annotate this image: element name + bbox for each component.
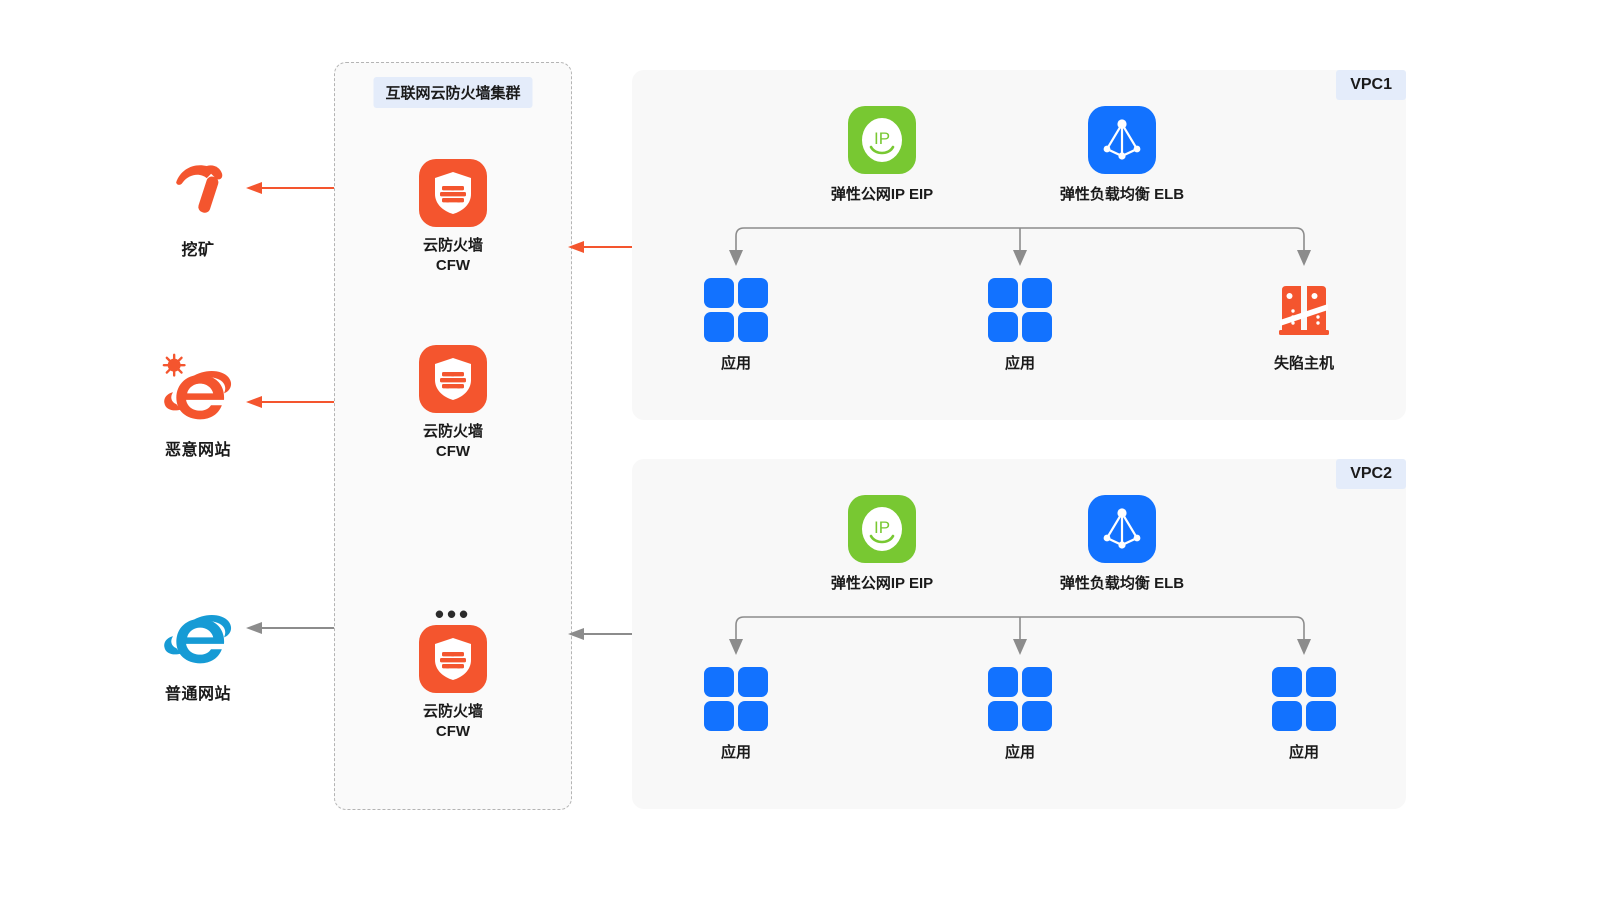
cfw-node-label-line2: CFW xyxy=(435,443,471,461)
pickaxe-icon xyxy=(118,152,278,226)
application-icon xyxy=(704,278,768,342)
service-label: 弹性负载均衡 ELB xyxy=(1059,186,1185,203)
app-node[interactable]: 应用 xyxy=(661,278,811,373)
cfw-node-label: 云防火墙 CFW xyxy=(378,422,528,463)
app-node[interactable]: 应用 xyxy=(1229,667,1379,762)
service-eip[interactable]: IP 弹性公网IP EIP xyxy=(787,106,977,204)
service-eip[interactable]: IP 弹性公网IP EIP xyxy=(787,495,977,593)
cfw-node[interactable]: 云防火墙 CFW xyxy=(378,345,528,463)
service-elb[interactable]: 弹性负载均衡 ELB xyxy=(1027,106,1217,204)
svg-text:IP: IP xyxy=(874,129,890,148)
threat-malicious-site: 恶意网站 xyxy=(118,352,278,460)
vpc-badge: VPC2 xyxy=(1336,459,1406,489)
svg-text:IP: IP xyxy=(874,518,890,537)
node-label: 失陷主机 xyxy=(1273,355,1334,372)
application-icon xyxy=(988,667,1052,731)
cfw-node-label: 云防火墙 CFW xyxy=(378,236,528,277)
cfw-node-label-line2: CFW xyxy=(435,257,471,275)
compromised-host-icon xyxy=(1272,278,1336,342)
cfw-cluster-panel: 互联网云防火墙集群 云防火墙 CFW xyxy=(334,62,572,810)
firewall-shield-icon xyxy=(419,159,487,227)
threat-label: 恶意网站 xyxy=(164,442,231,459)
threat-normal-site: 普通网站 xyxy=(118,596,278,704)
compromised-host-node[interactable]: 失陷主机 xyxy=(1229,278,1379,373)
node-label: 应用 xyxy=(1004,355,1035,372)
vpc-badge: VPC1 xyxy=(1336,70,1406,100)
eip-icon: IP xyxy=(848,495,916,563)
threat-label: 普通网站 xyxy=(164,686,231,703)
vpc-panel-1: VPC1 IP 弹性公网IP EIP xyxy=(632,70,1406,420)
service-label: 弹性公网IP EIP xyxy=(830,575,934,592)
arrow-cfw-to-normal-site xyxy=(246,622,336,634)
app-node[interactable]: 应用 xyxy=(661,667,811,762)
application-icon xyxy=(704,667,768,731)
browser-icon xyxy=(118,596,278,670)
vpc-panel-2: VPC2 IP 弹性公网IP EIP xyxy=(632,459,1406,809)
application-icon xyxy=(1272,667,1336,731)
node-label: 应用 xyxy=(1004,744,1035,761)
elb-icon xyxy=(1088,106,1156,174)
app-node[interactable]: 应用 xyxy=(945,667,1095,762)
cfw-node-label: 云防火墙 CFW xyxy=(378,702,528,743)
threat-label: 挖矿 xyxy=(181,242,215,259)
cfw-node[interactable]: 云防火墙 CFW xyxy=(378,159,528,277)
app-node[interactable]: 应用 xyxy=(945,278,1095,373)
service-label: 弹性公网IP EIP xyxy=(830,186,934,203)
threat-mining: 挖矿 xyxy=(118,152,278,260)
elb-icon xyxy=(1088,495,1156,563)
arrow-cfw-to-malicious-site xyxy=(246,396,336,408)
cfw-cluster-ellipsis: ••• xyxy=(434,599,472,629)
eip-icon: IP xyxy=(848,106,916,174)
node-label: 应用 xyxy=(720,355,751,372)
malicious-browser-icon xyxy=(118,352,278,426)
cfw-node-label-line1: 云防火墙 xyxy=(422,703,483,720)
firewall-shield-icon xyxy=(419,625,487,693)
node-label: 应用 xyxy=(1288,744,1319,761)
cfw-node[interactable]: 云防火墙 CFW xyxy=(378,625,528,743)
application-icon xyxy=(988,278,1052,342)
arrow-cfw-to-mining xyxy=(246,182,336,194)
cfw-node-label-line1: 云防火墙 xyxy=(422,423,483,440)
cfw-node-label-line1: 云防火墙 xyxy=(422,237,483,254)
firewall-shield-icon xyxy=(419,345,487,413)
service-elb[interactable]: 弹性负载均衡 ELB xyxy=(1027,495,1217,593)
cfw-node-label-line2: CFW xyxy=(435,723,471,741)
node-label: 应用 xyxy=(720,744,751,761)
service-label: 弹性负载均衡 ELB xyxy=(1059,575,1185,592)
cfw-cluster-title: 互联网云防火墙集群 xyxy=(373,77,533,108)
